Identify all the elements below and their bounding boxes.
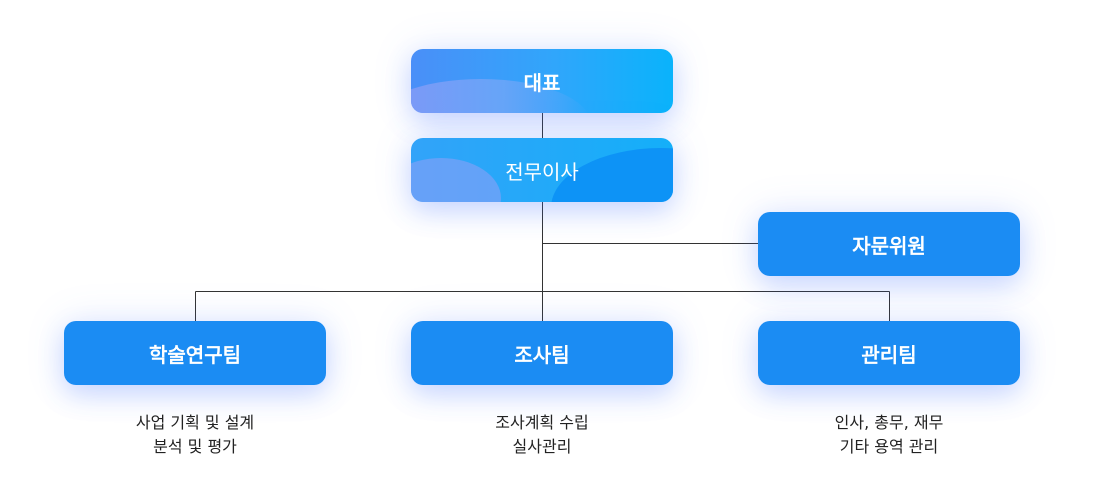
admin-team-node: 관리팀	[758, 321, 1020, 385]
director-node: 전무이사	[411, 138, 673, 202]
ceo-decor-blob	[411, 79, 591, 113]
survey-team-node: 조사팀	[411, 321, 673, 385]
duty-line: 사업 기획 및 설계	[135, 413, 255, 432]
admin-team-label: 관리팀	[861, 342, 917, 367]
advisory-label: 자문위원	[852, 233, 926, 258]
survey-team-label: 조사팀	[514, 342, 570, 367]
director-label: 전무이사	[505, 159, 579, 184]
advisory-node: 자문위원	[758, 212, 1020, 276]
research-team-node: 학술연구팀	[64, 321, 326, 385]
ceo-node: 대표	[411, 49, 673, 113]
ceo-label: 대표	[523, 70, 561, 95]
survey-team-duties: 조사계획 수립 실사관리	[411, 411, 673, 459]
duty-line: 조사계획 수립	[495, 413, 589, 432]
director-decor-blob-left	[411, 158, 501, 202]
duty-line: 실사관리	[512, 437, 572, 456]
duty-line: 기타 용역 관리	[839, 437, 939, 456]
research-team-label: 학술연구팀	[149, 342, 241, 367]
research-team-duties: 사업 기획 및 설계 분석 및 평가	[64, 411, 326, 459]
duty-line: 분석 및 평가	[153, 437, 237, 456]
admin-team-duties: 인사, 총무, 재무 기타 용역 관리	[758, 411, 1020, 459]
duty-line: 인사, 총무, 재무	[834, 413, 944, 432]
